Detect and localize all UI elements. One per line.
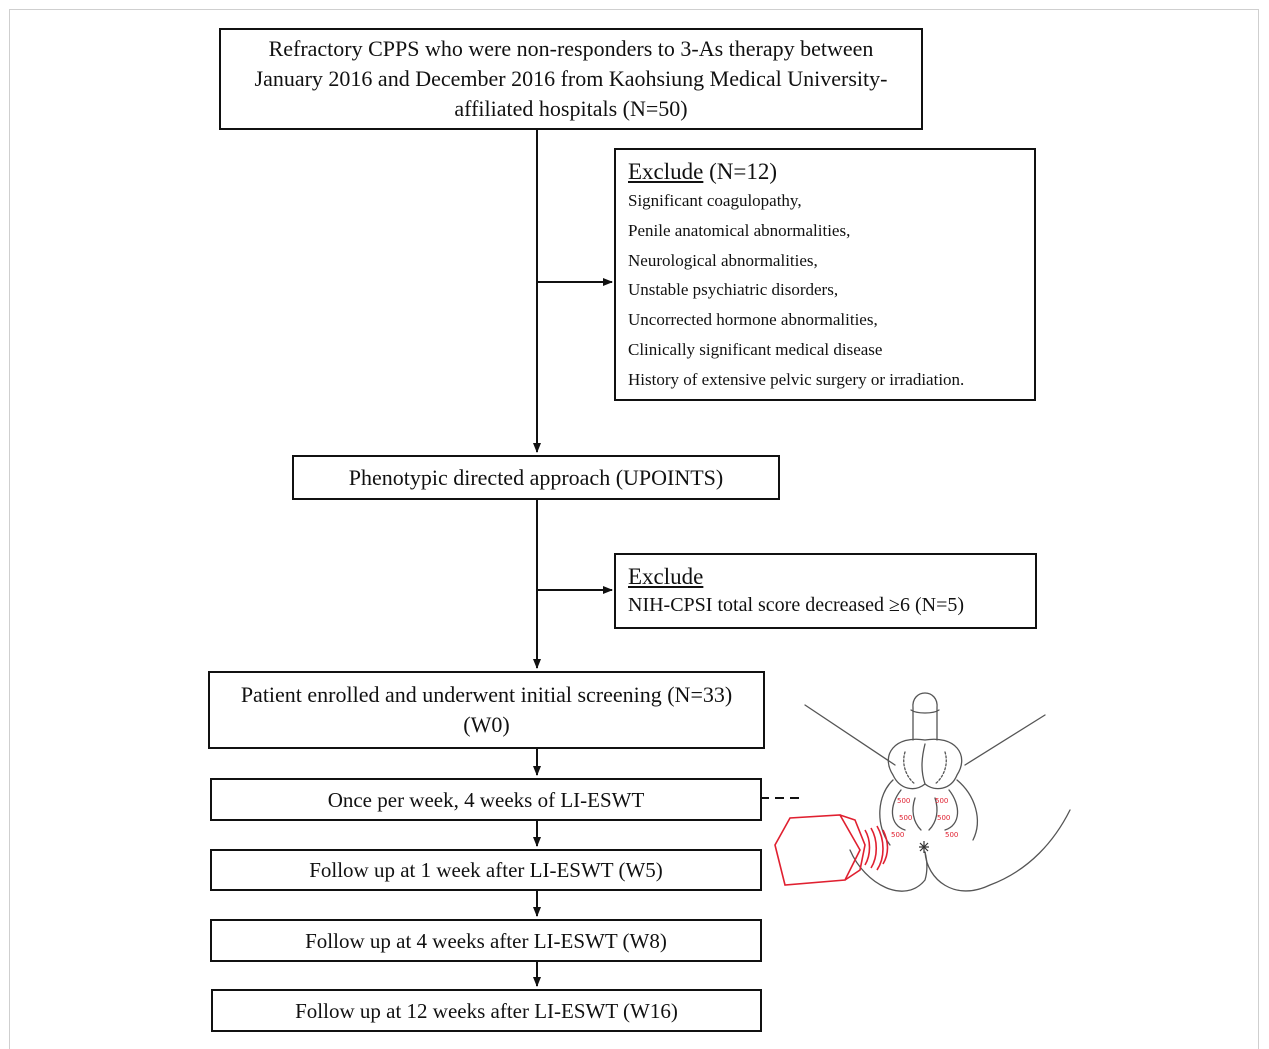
dose-labels: 500 500 500 500 500 500 — [891, 797, 958, 839]
exclude-item: Unstable psychiatric disorders, — [628, 280, 839, 300]
dose-label: 500 — [935, 797, 948, 805]
exclude-item: Neurological abnormalities, — [628, 250, 818, 270]
figure-frame — [9, 9, 1259, 1049]
shockwave-probe — [774, 814, 889, 886]
anus-marker — [919, 841, 929, 853]
box-followup-w8-text: Follow up at 4 weeks after LI-ESWT (W8) — [305, 928, 667, 953]
dose-label: 500 — [897, 797, 910, 805]
penis-outline — [912, 692, 938, 741]
box-followup-w5: Follow up at 1 week after LI-ESWT (W5) — [210, 849, 762, 891]
right-leg-outline — [964, 714, 1046, 766]
exclude-item: History of extensive pelvic surgery or i… — [628, 369, 965, 389]
exclude-criteria-count: (N=12) — [709, 159, 778, 184]
box-refractory-cpps-text: Refractory CPPS who were non-responders … — [254, 36, 888, 121]
box-followup-w16-text: Follow up at 12 weeks after LI-ESWT (W16… — [295, 998, 678, 1023]
dose-label: 500 — [937, 814, 950, 822]
exclude-criteria-title: Exclude — [628, 159, 704, 184]
box-exclude-criteria: Exclude (N=12) Significant coagulopathy,… — [614, 148, 1036, 401]
left-buttock-outline — [849, 849, 928, 892]
dose-label: 500 — [945, 831, 958, 839]
box-phenotypic-approach-text: Phenotypic directed approach (UPOINTS) — [348, 464, 724, 490]
exclude-score-text: NIH-CPSI total score decreased ≥6 (N=5) — [628, 594, 965, 616]
box-followup-w5-text: Follow up at 1 week after LI-ESWT (W5) — [309, 858, 663, 882]
exclude-score-title: Exclude — [628, 564, 704, 589]
box-treatment: Once per week, 4 weeks of LI-ESWT — [210, 778, 762, 821]
box-patient-enrolled-text: Patient enrolled and underwent initial s… — [240, 682, 733, 737]
box-patient-enrolled: Patient enrolled and underwent initial s… — [208, 671, 765, 749]
exclude-item: Penile anatomical abnormalities, — [628, 220, 851, 240]
box-phenotypic-approach: Phenotypic directed approach (UPOINTS) — [292, 455, 780, 500]
exclude-criteria-heading: Exclude (N=12) — [628, 158, 1034, 186]
probe-handle — [774, 814, 861, 886]
box-followup-w8: Follow up at 4 weeks after LI-ESWT (W8) — [210, 919, 762, 962]
box-exclude-score: Exclude NIH-CPSI total score decreased ≥… — [614, 553, 1037, 629]
exclude-item: Uncorrected hormone abnormalities, — [628, 310, 878, 330]
dose-label: 500 — [891, 831, 904, 839]
box-followup-w16: Follow up at 12 weeks after LI-ESWT (W16… — [211, 989, 762, 1032]
dose-label: 500 — [899, 814, 912, 822]
exclude-item: Clinically significant medical disease — [628, 339, 883, 359]
right-buttock-outline — [924, 809, 1071, 892]
exclude-item: Significant coagulopathy, — [628, 191, 802, 210]
probe-head — [839, 814, 866, 881]
box-treatment-text: Once per week, 4 weeks of LI-ESWT — [327, 787, 645, 812]
perineum-illustration: 500 500 500 500 500 500 — [774, 692, 1071, 892]
left-leg-outline — [804, 704, 896, 766]
box-refractory-cpps: Refractory CPPS who were non-responders … — [219, 28, 923, 130]
